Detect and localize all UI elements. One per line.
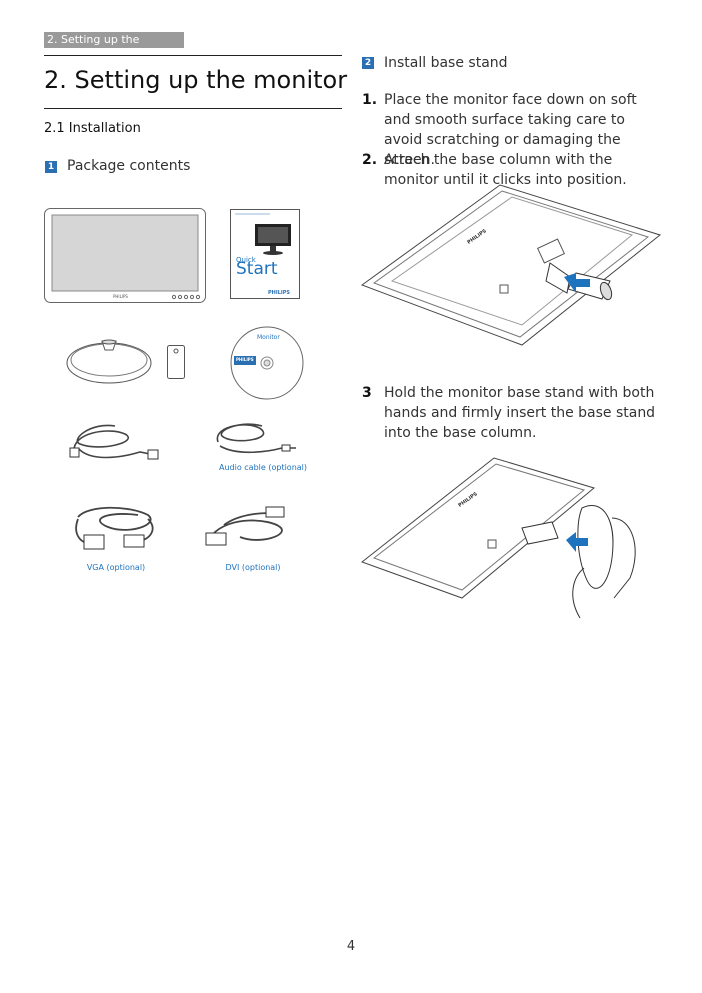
install-title: Install base stand xyxy=(384,55,508,71)
cd-title: Monitor xyxy=(257,334,280,341)
quick-start-big: Start xyxy=(236,259,278,279)
install-step-1: 1. Place the monitor face down on soft a… xyxy=(362,90,662,170)
step-number: 2. xyxy=(362,152,378,168)
quick-start-booklet xyxy=(230,209,300,299)
monitor-illustration xyxy=(44,208,206,303)
step-number: 3 xyxy=(362,385,372,401)
dvi-caption: DVI (optional) xyxy=(225,563,281,572)
step-text: Place the monitor face down on soft and … xyxy=(384,92,637,168)
step-number: 1. xyxy=(362,92,378,108)
attach-column-illustration xyxy=(360,184,662,346)
top-rule xyxy=(44,55,342,56)
audio-cable-caption: Audio cable (optional) xyxy=(219,463,308,472)
section-subtitle: 2.1 Installation xyxy=(44,121,141,136)
step-badge-1: 1 xyxy=(45,161,57,173)
cd-illustration xyxy=(230,326,304,400)
package-contents-label: Package contents xyxy=(67,158,191,174)
quick-start-brand: PHILIPS xyxy=(268,290,291,296)
title-rule xyxy=(44,108,342,109)
quick-start-small: Quick xyxy=(236,256,256,264)
step-badge-2: 2 xyxy=(362,57,374,69)
install-step-2: 2. Attach the base column with the monit… xyxy=(362,150,662,190)
insert-base-illustration xyxy=(360,457,636,619)
vga-cable-illustration xyxy=(75,506,154,550)
vga-caption: VGA (optional) xyxy=(86,563,146,572)
base-stand-illustration xyxy=(66,339,152,384)
power-cable-illustration xyxy=(69,424,159,460)
cd-brand: PHILIPS xyxy=(236,357,254,362)
cable-clip-illustration xyxy=(167,345,185,379)
page-title: 2. Setting up the monitor xyxy=(44,66,348,94)
audio-cable-illustration xyxy=(216,423,296,454)
page-number: 4 xyxy=(346,939,356,954)
step-text: Attach the base column with the monitor … xyxy=(384,152,627,188)
step-text: Hold the monitor base stand with both ha… xyxy=(384,385,656,441)
monitor-brand: PHILIPS xyxy=(113,294,128,299)
dvi-cable-illustration xyxy=(205,506,285,546)
running-header-tab: 2. Setting up the monitor xyxy=(44,32,184,62)
install-step-3: 3 Hold the monitor base stand with both … xyxy=(362,383,662,443)
